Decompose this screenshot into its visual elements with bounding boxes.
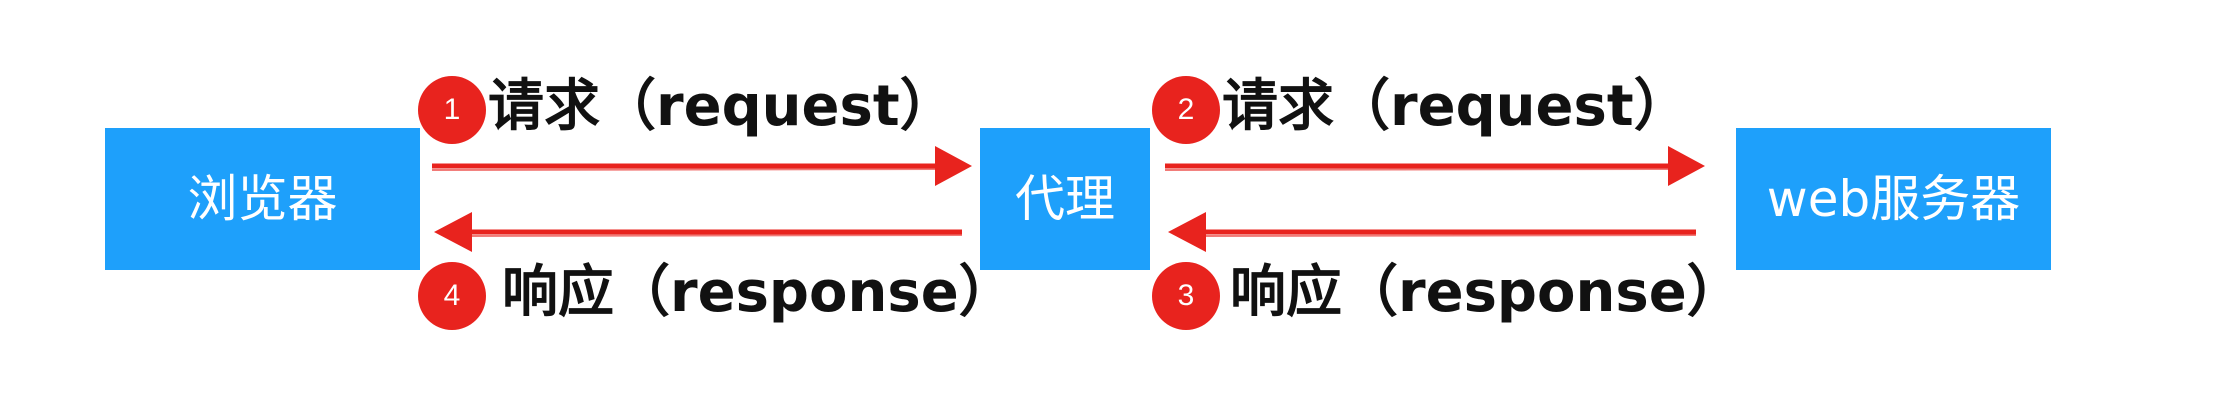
arrow-response-proxy-to-browser [434, 212, 963, 252]
step-label-4: 响应（response） [502, 260, 1015, 325]
step-label-3: 响应（response） [1230, 260, 1743, 325]
node-browser: 浏览器 [105, 128, 420, 270]
node-web-server: web服务器 [1736, 128, 2051, 270]
step-badge-3: 3 [1152, 262, 1220, 330]
node-browser-label: 浏览器 [187, 170, 338, 228]
node-proxy-label: 代理 [1015, 170, 1115, 228]
node-proxy: 代理 [980, 128, 1150, 270]
step-label-2: 请求（request） [1222, 74, 1690, 139]
step-number-2: 2 [1177, 93, 1195, 126]
step-number-3: 3 [1177, 279, 1195, 312]
step-label-1: 请求（request） [488, 74, 956, 139]
arrow-response-server-to-proxy [1168, 212, 1697, 252]
step-number-1: 1 [443, 93, 461, 126]
arrow-request-proxy-to-server [1164, 146, 1705, 186]
step-number-4: 4 [443, 279, 461, 312]
step-badge-1: 1 [418, 76, 486, 144]
step-badge-4: 4 [418, 262, 486, 330]
step-badge-2: 2 [1152, 76, 1220, 144]
node-web-server-label: web服务器 [1766, 170, 2021, 228]
arrow-request-browser-to-proxy [431, 146, 972, 186]
